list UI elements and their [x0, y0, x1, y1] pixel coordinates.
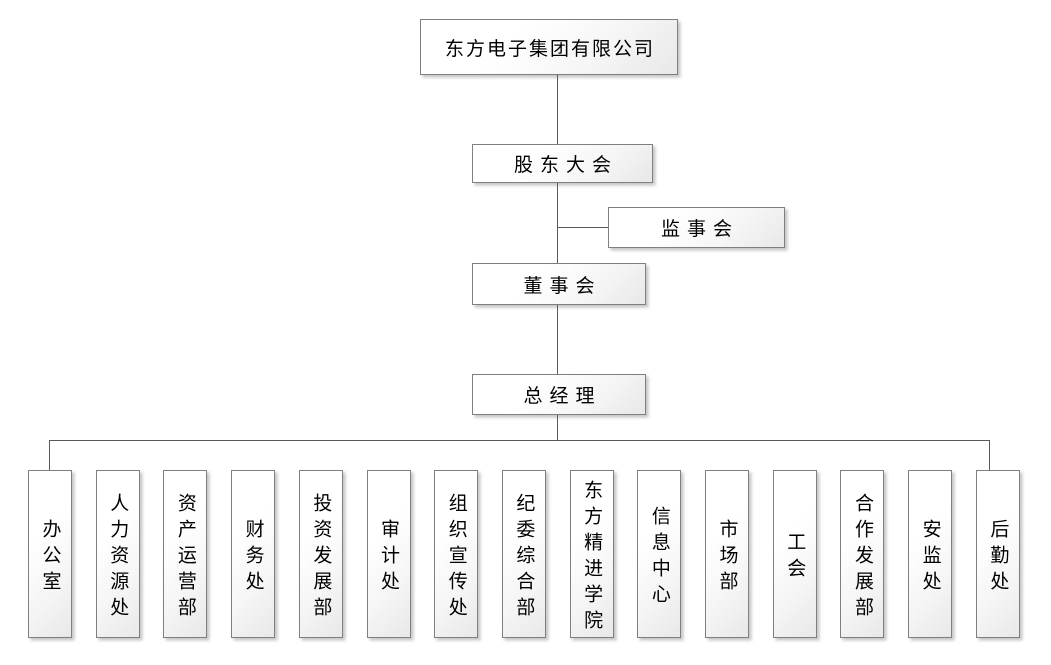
connector-shareholders-board [557, 183, 558, 264]
connector-gm-bus [557, 415, 558, 440]
org-node-department-organization-publicity: 组织宣传处 [434, 470, 479, 638]
org-node-department-audit: 审计处 [366, 470, 411, 638]
org-node-department-jingjin-academy: 东方精进学院 [569, 470, 614, 638]
org-node-department-cooperation-development: 合作发展部 [840, 470, 885, 638]
org-node-general-manager: 总经理 [472, 374, 646, 415]
connector-board-gm [557, 305, 558, 374]
department-row: 办公室 人力资源处 资产运营部 财务处 投资发展部 审计处 组织宣传处 纪委综合… [28, 470, 1020, 638]
connector-bus-right-drop [989, 440, 990, 471]
org-node-board-of-directors: 董事会 [472, 263, 646, 305]
connector-company-shareholders [557, 75, 558, 144]
org-node-department-investment-development: 投资发展部 [298, 470, 343, 638]
org-node-department-marketing: 市场部 [705, 470, 750, 638]
org-node-department-finance: 财务处 [231, 470, 276, 638]
org-node-supervisory-board: 监事会 [608, 207, 785, 248]
connector-bus-left-drop [49, 440, 50, 470]
org-node-department-asset-operations: 资产运营部 [163, 470, 208, 638]
connector-supervisory-branch [558, 227, 608, 228]
org-node-shareholders-meeting: 股东大会 [472, 144, 653, 183]
org-node-department-discipline-committee: 纪委综合部 [501, 470, 546, 638]
org-node-department-human-resources: 人力资源处 [95, 470, 140, 638]
org-node-department-labor-union: 工会 [772, 470, 817, 638]
org-node-company: 东方电子集团有限公司 [420, 19, 678, 75]
org-node-department-logistics: 后勤处 [975, 470, 1020, 638]
org-node-department-information-center: 信息中心 [637, 470, 682, 638]
org-node-department-safety-supervision: 安监处 [908, 470, 953, 638]
connector-department-bus [49, 440, 990, 441]
org-node-department-office: 办公室 [28, 470, 72, 638]
